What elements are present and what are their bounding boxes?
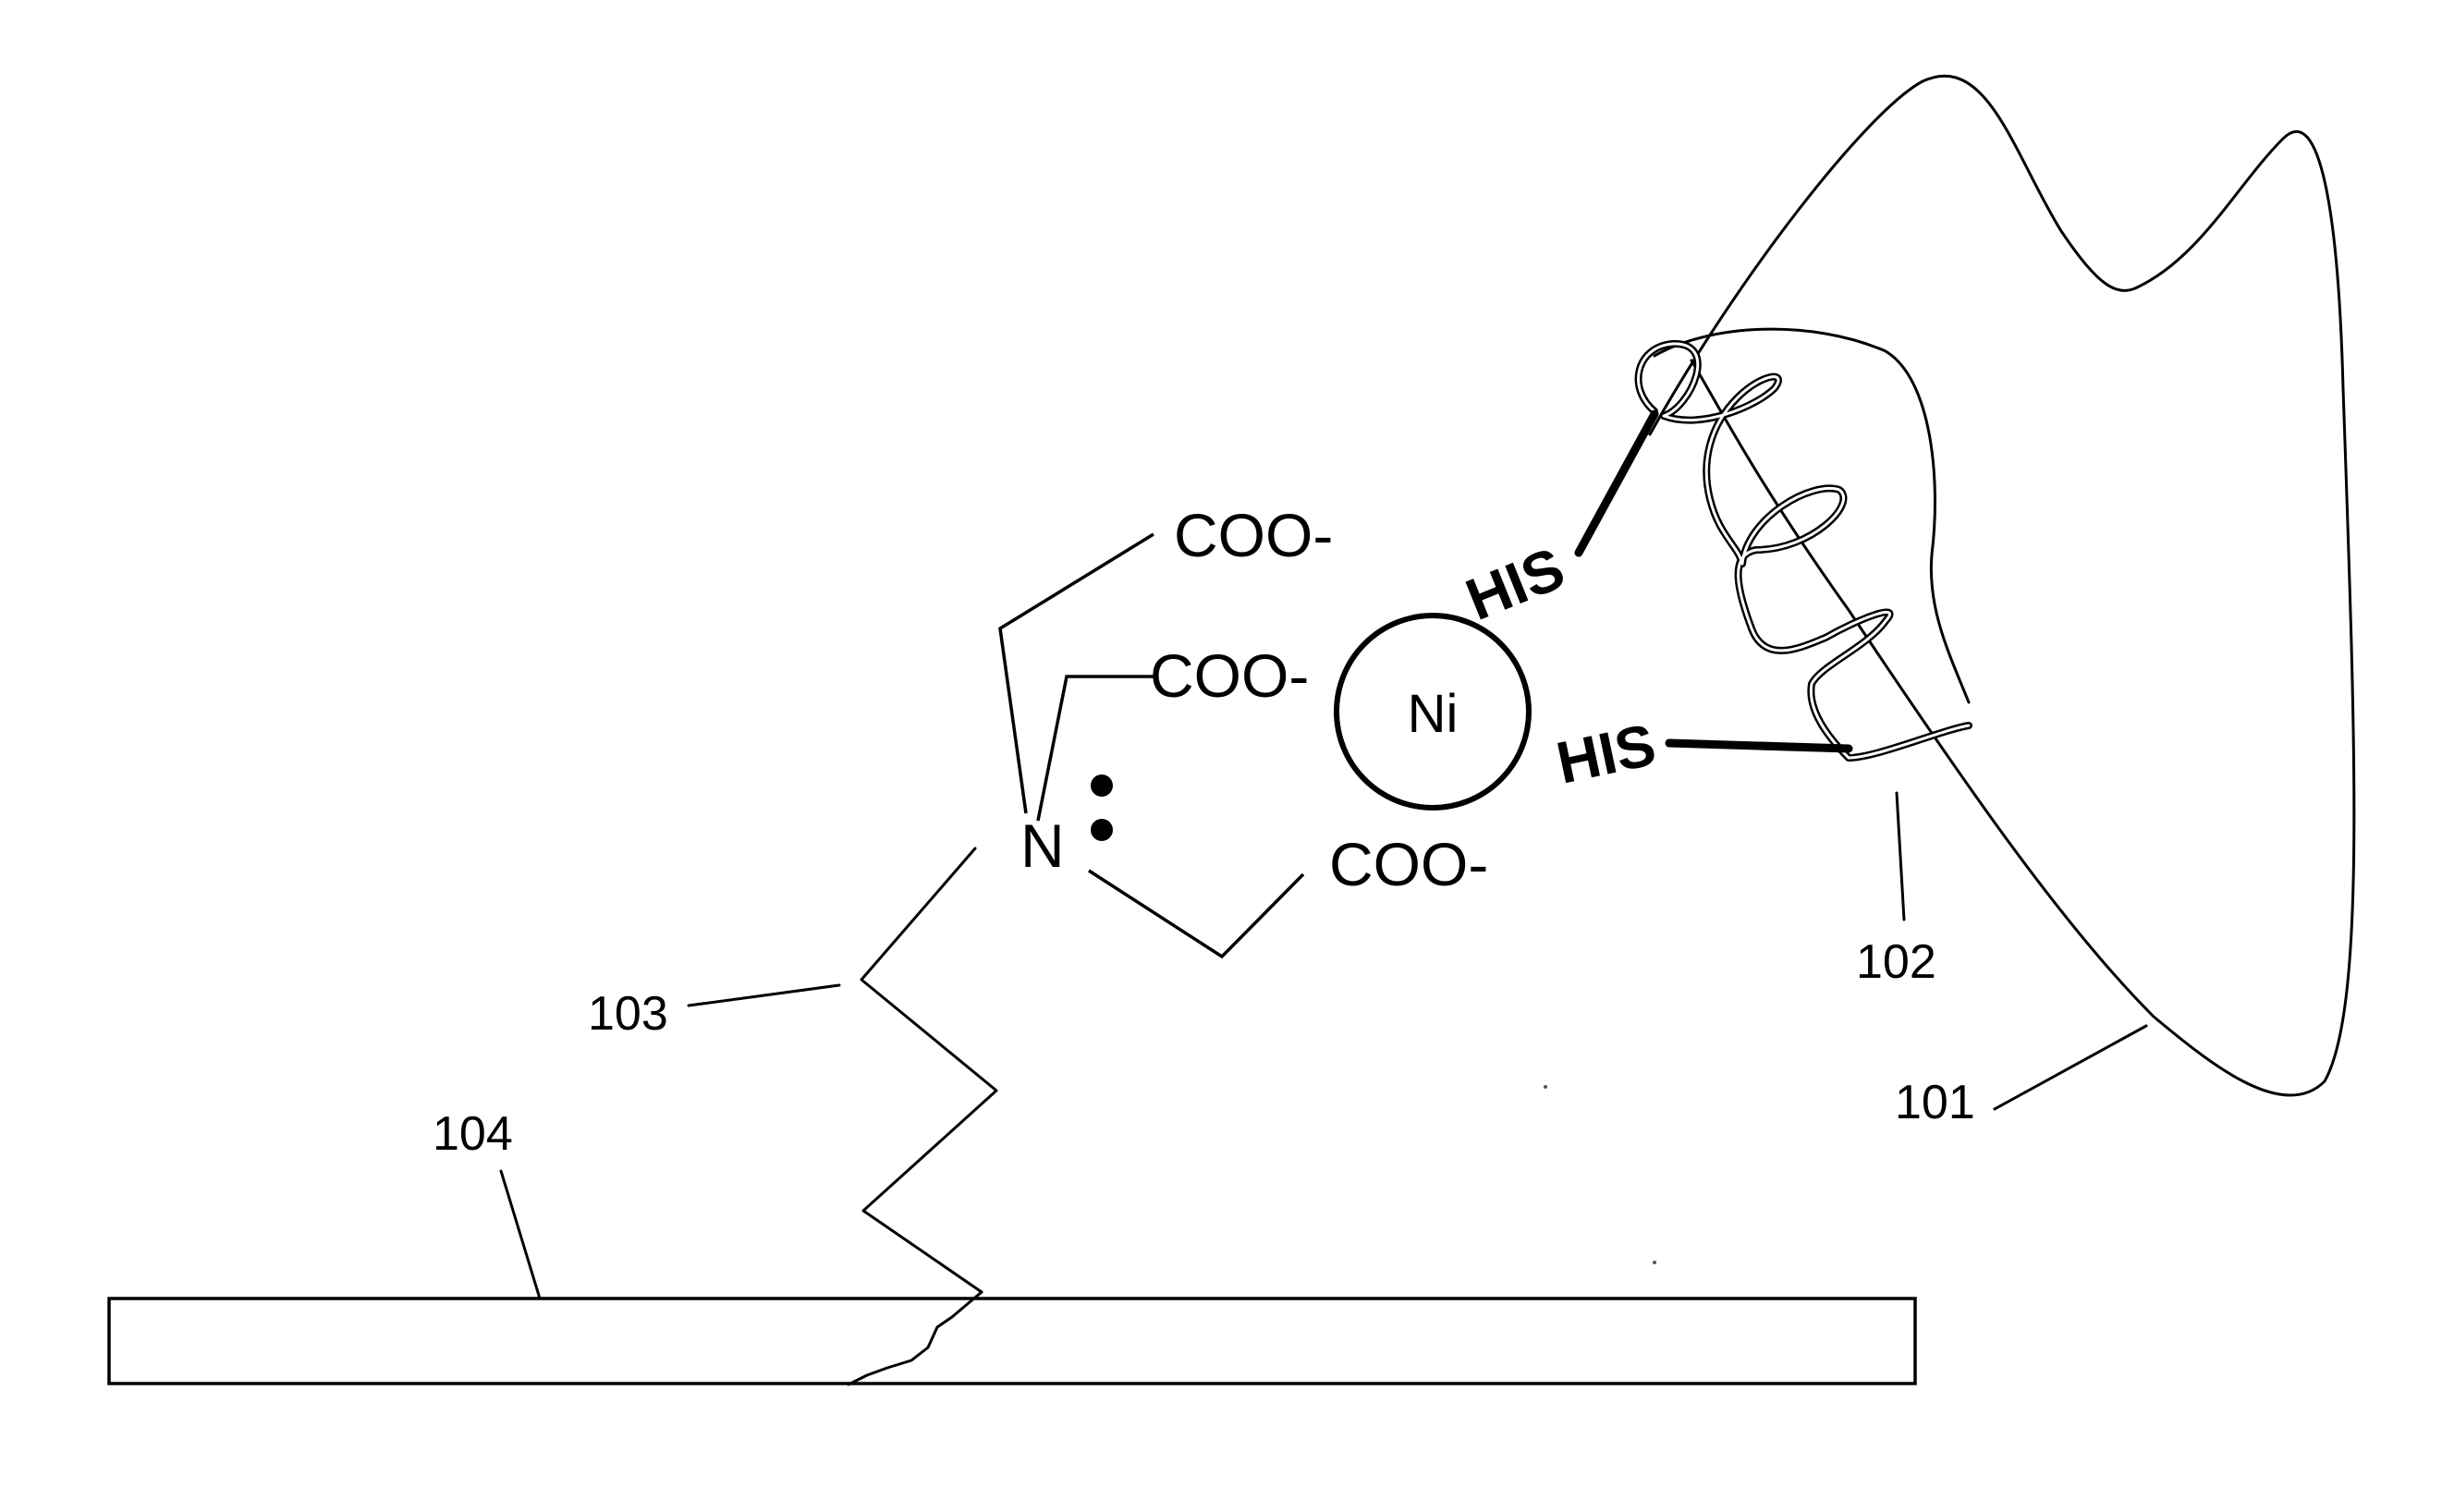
protein-outline [1650, 76, 2354, 1095]
speck [1653, 1261, 1656, 1264]
carboxylate-low-label: COO- [1329, 830, 1488, 898]
ref-label-104: 104 [433, 1107, 513, 1161]
nta-chelator [1000, 534, 1303, 957]
leader-101 [1995, 1026, 2146, 1109]
ref-label-102: 102 [1856, 935, 1936, 989]
arm-top [1000, 534, 1154, 813]
carboxylate-mid-label: COO- [1150, 641, 1309, 710]
helix-inner [1639, 344, 1969, 758]
histidine-upper-label: HIS [1457, 534, 1573, 633]
his-bond-upper [1579, 414, 1654, 553]
nitrogen-label: N [1020, 811, 1065, 880]
leader-103 [689, 985, 839, 1006]
arm-middle [1038, 677, 1155, 821]
ref-label-101: 101 [1895, 1076, 1975, 1129]
substrate [109, 1292, 1915, 1384]
helix-outer [1639, 344, 1969, 758]
leader-102 [1897, 793, 1904, 920]
his-tag-helix [1639, 344, 1969, 758]
ref-label-103: 103 [588, 987, 668, 1041]
substrate-plate [109, 1299, 1915, 1384]
speck [1544, 1085, 1547, 1089]
his-bond-lower [1669, 743, 1849, 749]
lone-pair-dot-upper [1091, 774, 1113, 797]
arm-lower [1089, 871, 1303, 957]
lone-pair-dot-lower [1091, 819, 1113, 841]
leader-104 [501, 1171, 540, 1299]
nickel-label: Ni [1408, 684, 1459, 744]
histidine-lower-label: HIS [1551, 711, 1661, 797]
linker-zigzag [861, 848, 996, 1292]
carboxylate-top-label: COO- [1174, 501, 1333, 569]
